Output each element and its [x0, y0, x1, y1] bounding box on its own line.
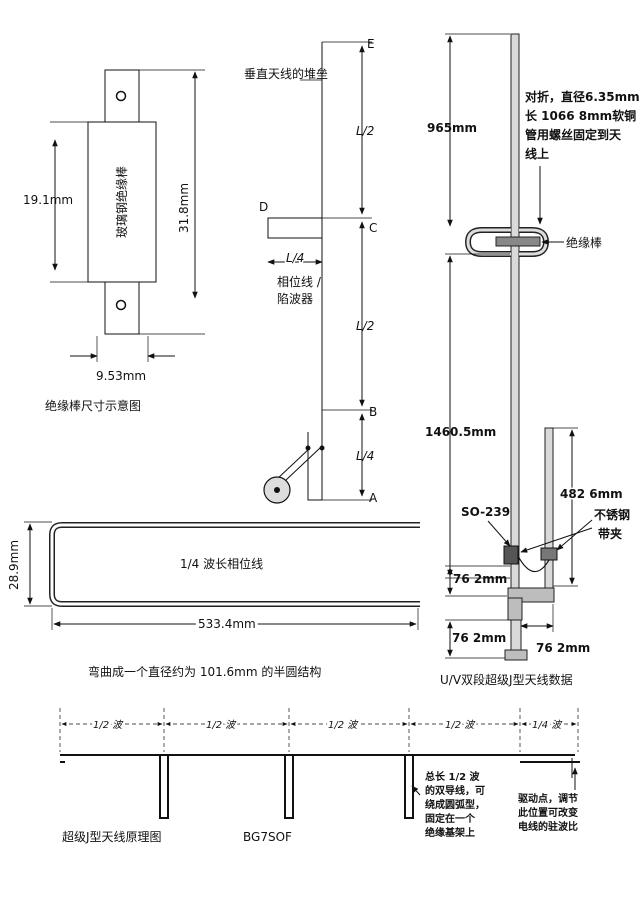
feed-line2: 此位置可改变: [518, 806, 578, 819]
note-line4: 线上: [525, 146, 549, 161]
mounting-hole-bottom: [115, 299, 127, 311]
phase-dim-length: 533.4mm: [198, 617, 256, 631]
stainless-clamp: [540, 547, 558, 561]
phase-line-diagram: 1/4 波长相位线 28.9mm 533.4mm 弯曲成一个直径约为 101.6…: [7, 521, 420, 679]
main-radiator: [510, 33, 520, 595]
feed-line3: 电线的驻波比: [518, 820, 578, 833]
dim-height-right: 31.8mm: [177, 183, 191, 233]
seg-1: 1/2 波: [93, 719, 124, 731]
stub-element: [307, 432, 322, 501]
quarter-stub: L/4: [286, 251, 304, 265]
feed-line1: 驱动点，调节: [518, 792, 578, 805]
note-line4: 固定在一个: [425, 812, 476, 825]
dim-762-c: 76 2mm: [536, 641, 590, 655]
note-line3: 绕成圆弧型，: [425, 798, 485, 811]
antenna-data-diagram: 965mm 对折，直径6.35mm， 长 1066 8mm软铜 管用螺丝固定到天…: [425, 33, 640, 687]
point-c: C: [369, 221, 377, 235]
mast-pipe: [510, 619, 522, 651]
note-line1: 总长 1/2 波: [425, 770, 481, 783]
clamp-line2: 带夹: [598, 526, 622, 541]
seg-4: 1/2 波: [445, 719, 476, 731]
clamp-line1: 不锈钢: [594, 507, 630, 522]
mast-base: [504, 649, 528, 661]
seg-3: 1/2 波: [328, 719, 359, 731]
vertical-j-diagram: E C B A D L/2 L/2 L/4 L/4 相位线 / 陷波器 垂直天线…: [244, 37, 378, 505]
phase-stub-d: [267, 217, 322, 239]
feed-point-dot: [305, 445, 311, 451]
seg-2: 1/2 波: [206, 719, 237, 731]
note-line2: 的双导线，可: [425, 784, 485, 797]
connector-label: SO-239: [461, 505, 510, 519]
point-e: E: [367, 37, 375, 51]
phase-line-label: 1/4 波长相位线: [180, 556, 263, 571]
point-b: B: [369, 405, 377, 419]
insulator-diagram: 玻璃钢绝缘棒 19.1mm 31.8mm 9.53mm 绝缘棒尺寸示意图: [23, 69, 205, 413]
point-d: D: [259, 200, 268, 214]
antenna-data-caption: U/V双段超级J型天线数据: [440, 672, 573, 687]
mid-length: 1460.5mm: [425, 425, 496, 439]
top-length: 965mm: [427, 121, 477, 135]
stub-label-line2: 陷波器: [277, 291, 313, 306]
mounting-hole-top: [115, 90, 127, 102]
half-wave-upper: L/2: [356, 124, 374, 138]
stub-length: 482 6mm: [560, 487, 623, 501]
hairpin-1: [159, 755, 169, 819]
so239-connector: [503, 545, 519, 565]
point-a: A: [369, 491, 378, 505]
base-label: 垂直天线的堆垒: [244, 66, 328, 81]
dim-width-bottom: 9.53mm: [96, 369, 146, 383]
dim-762-b: 76 2mm: [452, 631, 506, 645]
note-line1: 对折，直径6.35mm，: [525, 89, 640, 104]
insulator-material-label: 玻璃钢绝缘棒: [114, 166, 129, 238]
hairpin-2: [284, 755, 294, 819]
insulator-label: 绝缘棒: [566, 235, 602, 250]
author: BG7SOF: [243, 830, 292, 844]
dim-762-a: 76 2mm: [453, 572, 507, 586]
seg-5: 1/4 波: [532, 719, 563, 731]
feed-wire: [517, 555, 550, 573]
phase-dim-height: 28.9mm: [7, 540, 21, 590]
quarter-bottom: L/4: [356, 449, 374, 463]
principle-diagram: 1/2 波 1/2 波 1/2 波 1/2 波 1/4 波 总长 1/2 波 的…: [59, 708, 580, 844]
feed-point-dot-2: [319, 445, 325, 451]
principle-caption: 超级J型天线原理图: [62, 829, 162, 844]
note-line3: 管用螺丝固定到天: [525, 127, 622, 142]
insulator-caption: 绝缘棒尺寸示意图: [45, 398, 141, 413]
note-line2: 长 1066 8mm软铜: [525, 108, 636, 123]
half-wave-lower: L/2: [356, 319, 374, 333]
stub-label-line1: 相位线 /: [277, 274, 322, 289]
note-line5: 绝缘基架上: [425, 826, 475, 839]
insulator-rod: [495, 236, 541, 247]
phase-line-caption: 弯曲成一个直径约为 101.6mm 的半圆结构: [88, 664, 321, 679]
dim-width-left: 19.1mm: [23, 193, 73, 207]
insulator-bottom-tab: [104, 281, 140, 335]
